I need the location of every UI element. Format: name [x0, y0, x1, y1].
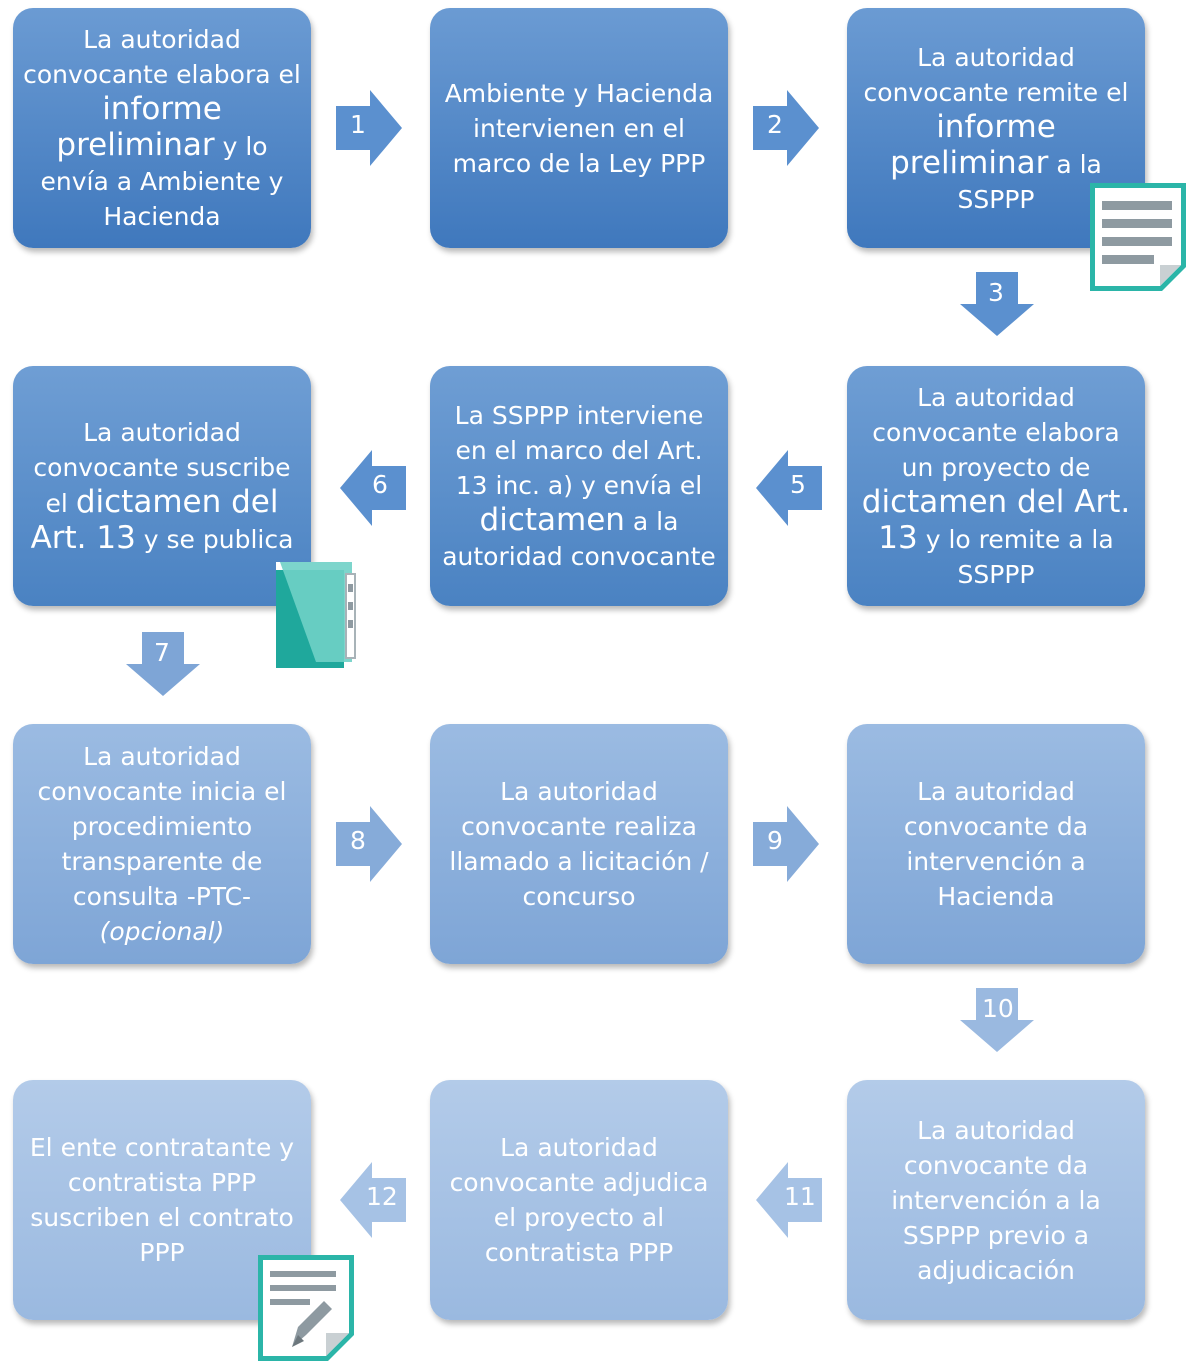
arrow-left-6: 6 [340, 450, 406, 526]
step-text-part: y lo envía a Ambiente y Hacienda [40, 132, 284, 231]
step-text: El ente contratante y contratista PPP su… [23, 1130, 301, 1270]
document-lines-icon [1090, 183, 1186, 295]
step-box-1: La autoridad convocante elabora el infor… [13, 8, 311, 248]
step-box-6: La autoridad convocante suscribe el dict… [13, 366, 311, 606]
arrow-number: 5 [790, 470, 806, 499]
arrow-left-5: 5 [756, 450, 822, 526]
step-box-7: La autoridad convocante inicia el proced… [13, 724, 311, 964]
arrow-down-3: 3 [960, 272, 1034, 336]
arrow-number: 11 [784, 1182, 816, 1211]
step-text-part: a la autoridad convocante [442, 507, 716, 571]
step-text: La SSPPP interviene en el marco del Art.… [440, 398, 718, 574]
arrow-number: 2 [767, 110, 783, 139]
step-text-part: y lo remite a la SSPPP [917, 525, 1114, 589]
arrow-number: 6 [372, 470, 388, 499]
step-box-9: La autoridad convocante da intervención … [847, 724, 1145, 964]
step-text-part: La autoridad convocante realiza llamado … [449, 777, 709, 911]
step-text-part: La autoridad convocante da intervención … [891, 1115, 1101, 1285]
step-text: La autoridad convocante elabora un proye… [857, 380, 1135, 592]
step-box-2: Ambiente y Hacienda intervienen en el ma… [430, 8, 728, 248]
step-text: La autoridad convocante remite el inform… [857, 40, 1135, 217]
step-text: La autoridad convocante realiza llamado … [440, 774, 718, 914]
step-box-5: La SSPPP interviene en el marco del Art.… [430, 366, 728, 606]
optional-note: (opcional) [99, 917, 225, 946]
step-text-part: el [278, 60, 301, 89]
arrow-number: 8 [350, 826, 366, 855]
arrow-down-7: 7 [126, 632, 200, 696]
step-text-part: La autoridad convocante elabora [23, 25, 279, 89]
arrow-right-1: 1 [336, 90, 402, 166]
arrow-left-12: 12 [340, 1162, 406, 1238]
step-text-part: La SSPPP interviene en el marco del Art.… [454, 401, 704, 500]
step-text-part: y se publica [135, 525, 294, 554]
key-term: informe preliminar [56, 91, 222, 163]
step-text-part: La autoridad convocante adjudica el proy… [449, 1133, 709, 1267]
folder-icon [276, 562, 360, 674]
arrow-number: 10 [982, 994, 1014, 1023]
step-box-8: La autoridad convocante realiza llamado … [430, 724, 728, 964]
arrow-number: 3 [988, 278, 1004, 307]
step-text: Ambiente y Hacienda intervienen en el ma… [440, 76, 718, 181]
step-text-part: a la SSPPP [957, 149, 1102, 214]
step-text-part: Ambiente y Hacienda intervienen en el ma… [444, 78, 714, 178]
arrow-number: 9 [767, 826, 783, 855]
step-box-10: La autoridad convocante da intervención … [847, 1080, 1145, 1320]
step-text-part: El ente contratante y contratista PPP su… [29, 1133, 295, 1267]
step-text: La autoridad convocante da intervención … [857, 1113, 1135, 1288]
arrow-number: 7 [154, 638, 170, 667]
arrow-right-9: 9 [753, 806, 819, 882]
signed-document-icon [258, 1255, 354, 1365]
arrow-right-2: 2 [753, 90, 819, 166]
step-text-part: La autoridad convocante inicia el proced… [37, 742, 287, 911]
step-text: La autoridad convocante elabora el infor… [23, 22, 301, 234]
step-text: La autoridad convocante suscribe el dict… [23, 415, 301, 557]
key-term: dictamen del Art. 13 [861, 484, 1131, 556]
arrow-left-11: 11 [756, 1162, 822, 1238]
step-box-11: La autoridad convocante adjudica el proy… [430, 1080, 728, 1320]
step-text-part: La autoridad convocante remite el [863, 42, 1129, 107]
step-text: La autoridad convocante inicia el proced… [23, 739, 301, 949]
key-term: dictamen del Art. 13 [30, 484, 279, 556]
step-text: La autoridad convocante da intervención … [857, 774, 1135, 914]
arrow-number: 1 [350, 110, 366, 139]
step-box-4: La autoridad convocante elabora un proye… [847, 366, 1145, 606]
arrow-down-10: 10 [960, 988, 1034, 1052]
step-text-part: La autoridad convocante elabora un proye… [872, 383, 1120, 482]
arrow-right-8: 8 [336, 806, 402, 882]
step-text: La autoridad convocante adjudica el proy… [440, 1130, 718, 1270]
step-text-part: La autoridad convocante suscribe el [33, 418, 291, 518]
key-term: informe preliminar [890, 108, 1056, 181]
arrow-number: 12 [366, 1182, 398, 1211]
key-term: dictamen [479, 502, 625, 538]
step-text-part: La autoridad convocante da intervención … [903, 777, 1089, 911]
